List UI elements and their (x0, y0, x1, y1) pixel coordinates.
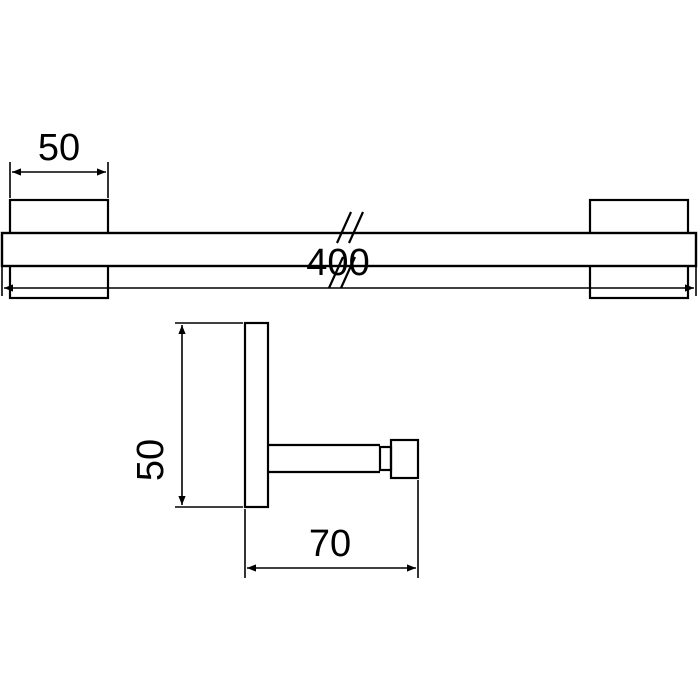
dimension-label-projection: 70 (309, 523, 351, 565)
break-symbol (327, 211, 365, 289)
dimension-projection: 70 (244, 480, 419, 578)
dimension-overall-length: 400 (1, 242, 697, 296)
dimension-bracket-width: 50 (9, 127, 109, 198)
dimension-label-side-height: 50 (130, 439, 172, 481)
rod-end-small (378, 445, 393, 472)
dimension-side-height: 50 (130, 322, 243, 508)
wall-plate (243, 321, 270, 509)
bar (0, 231, 698, 268)
dimension-label-overall-length: 400 (306, 242, 369, 284)
front-view: 50 400 (0, 127, 698, 300)
end-cap (389, 438, 420, 480)
side-view: 50 70 (130, 321, 420, 578)
dimension-label-bracket-width: 50 (38, 127, 80, 169)
